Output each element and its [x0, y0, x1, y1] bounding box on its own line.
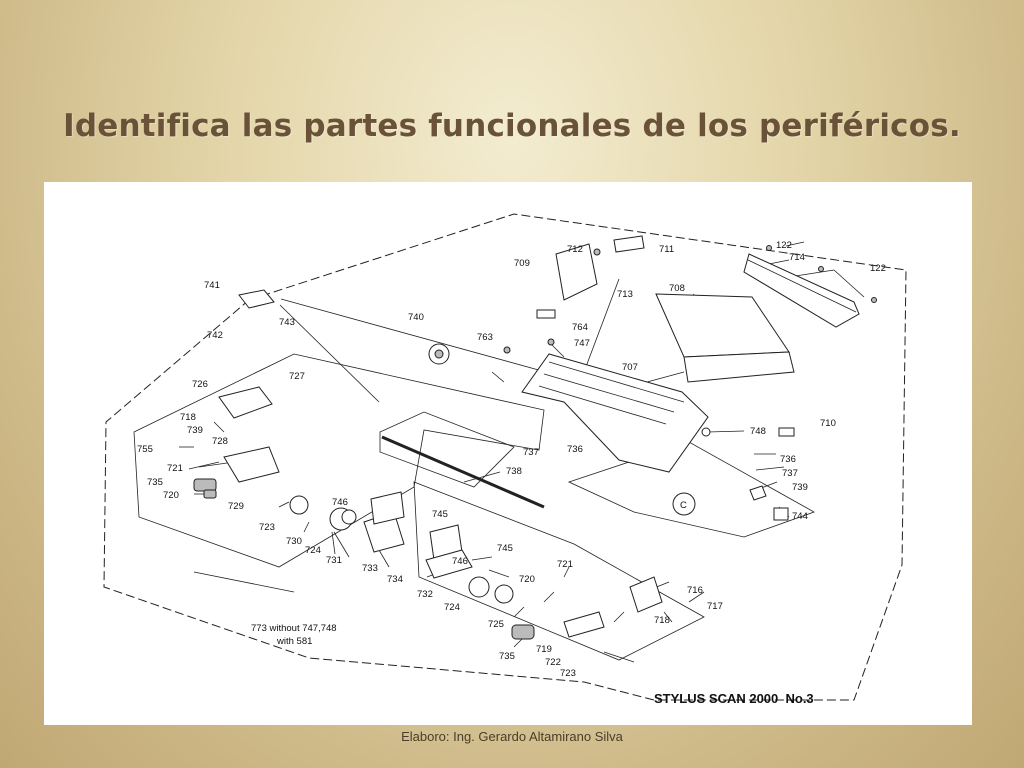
- bottom-subassembly-frame: [413, 481, 705, 661]
- left-subassembly-frame: [133, 353, 545, 568]
- label-709: 709: [514, 258, 530, 269]
- label-720-lower: 720: [519, 574, 535, 585]
- label-735-left: 735: [147, 477, 163, 488]
- callout-c: C: [680, 500, 687, 511]
- label-723-left: 723: [259, 522, 275, 533]
- label-723-lower: 723: [560, 668, 576, 679]
- label-737-center: 737: [523, 447, 539, 458]
- slide-footer: Elaboro: Ing. Gerardo Altamirano Silva: [401, 729, 623, 744]
- label-739-left: 739: [187, 425, 203, 436]
- diagram-caption: STYLUS SCAN 2000 No.3: [654, 691, 814, 706]
- label-741: 741: [204, 280, 220, 291]
- label-746-upper: 746: [332, 497, 348, 508]
- label-737-right: 737: [782, 468, 798, 479]
- label-122-right: 122: [870, 263, 886, 274]
- label-720-left: 720: [163, 490, 179, 501]
- label-726: 726: [192, 379, 208, 390]
- label-744: 744: [792, 511, 808, 522]
- label-711: 711: [659, 244, 674, 255]
- note-line-2: with 581: [276, 636, 312, 647]
- label-714: 714: [789, 252, 805, 263]
- exploded-diagram-panel: C: [44, 182, 972, 725]
- label-736-right: 736: [780, 454, 796, 465]
- label-710: 710: [820, 418, 836, 429]
- label-739-right: 739: [792, 482, 808, 493]
- leader-lines: [179, 241, 865, 663]
- label-733: 733: [362, 563, 378, 574]
- label-722: 722: [545, 657, 561, 668]
- label-708: 708: [669, 283, 685, 294]
- label-747: 747: [574, 338, 590, 349]
- label-734: 734: [387, 574, 403, 585]
- label-724-left: 724: [305, 545, 321, 556]
- label-742: 742: [207, 330, 223, 341]
- label-746-lower: 746: [452, 556, 468, 567]
- rod-subassembly-frame: [379, 411, 515, 488]
- label-729: 729: [228, 501, 244, 512]
- label-764: 764: [572, 322, 588, 333]
- label-730: 730: [286, 536, 302, 547]
- exploded-parts-diagram: C: [103, 213, 907, 706]
- label-755: 755: [137, 444, 153, 455]
- label-713: 713: [617, 289, 633, 300]
- label-719: 719: [536, 644, 552, 655]
- part-labels: 122 714 122 712 711 709 713 708 764 747 …: [137, 240, 886, 679]
- label-743: 743: [279, 317, 295, 328]
- label-716: 716: [687, 585, 703, 596]
- label-738: 738: [506, 466, 522, 477]
- label-748: 748: [750, 426, 766, 437]
- label-707: 707: [622, 362, 638, 373]
- label-740: 740: [408, 312, 424, 323]
- label-712: 712: [567, 244, 583, 255]
- label-745-upper: 745: [432, 509, 448, 520]
- label-725: 725: [488, 619, 504, 630]
- label-727: 727: [289, 371, 305, 382]
- label-721-lower: 721: [557, 559, 573, 570]
- label-718-left: 718: [180, 412, 196, 423]
- label-721-left: 721: [167, 463, 183, 474]
- label-122-top: 122: [776, 240, 792, 251]
- slide-title: Identifica las partes funcionales de los…: [63, 108, 961, 144]
- label-745-lower: 745: [497, 543, 513, 554]
- part-sketches: C: [193, 235, 877, 640]
- right-lower-frame: [567, 441, 815, 538]
- label-728: 728: [212, 436, 228, 447]
- note-line-1: 773 without 747,748: [251, 623, 337, 634]
- label-732: 732: [417, 589, 433, 600]
- label-731: 731: [326, 555, 342, 566]
- label-724-lower: 724: [444, 602, 460, 613]
- label-736-center: 736: [567, 444, 583, 455]
- label-717: 717: [707, 601, 723, 612]
- label-718-lower: 718: [654, 615, 670, 626]
- label-763: 763: [477, 332, 493, 343]
- label-735-lower: 735: [499, 651, 515, 662]
